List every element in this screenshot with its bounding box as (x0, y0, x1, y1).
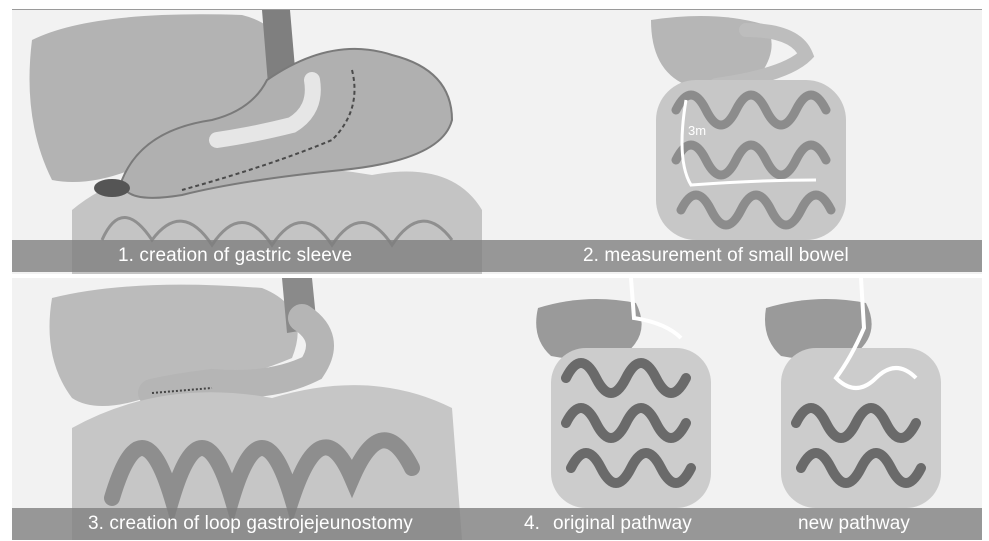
panel-pathways (516, 278, 982, 540)
new-pathway-figure (765, 278, 941, 508)
caption-original-pathway: original pathway (553, 508, 692, 540)
caption-panel-4-number: 4. (524, 508, 540, 540)
pathway-comparison-illustration (516, 278, 982, 540)
caption-new-pathway: new pathway (798, 508, 910, 540)
panel-gastric-sleeve (12, 10, 516, 274)
caption-gastric-sleeve: 1. creation of gastric sleeve (118, 240, 352, 272)
gallbladder-shape (94, 179, 130, 197)
panel-bowel-measurement: 3m (516, 10, 982, 274)
gastrojejunostomy-illustration (12, 278, 516, 540)
gastric-sleeve-illustration (12, 10, 516, 274)
bowel-measurement-illustration: 3m (516, 10, 982, 274)
measurement-label: 3m (688, 123, 706, 138)
original-pathway-figure (536, 278, 711, 508)
caption-bowel-measurement: 2. measurement of small bowel (583, 240, 849, 272)
panel-loop-gastrojejunostomy (12, 278, 516, 540)
caption-loop-gastrojejunostomy: 3. creation of loop gastrojejeunostomy (88, 508, 413, 540)
